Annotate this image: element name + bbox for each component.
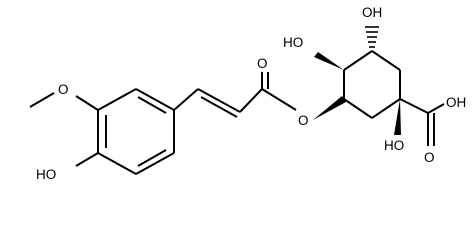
c5-hydroxyl: OH [362,5,382,48]
alkene-double-bond [197,88,241,113]
phenol-bond [75,152,99,167]
phenol-ho-label: HO [36,167,56,182]
c4-ho-label: HO [283,35,303,50]
ester-wedge-bond [313,96,346,120]
ester-o-label: O [298,113,309,128]
methoxy-o-label: O [58,82,69,97]
ring-bond [343,98,373,119]
c4-wedge-bond [314,52,344,70]
methoxy-group: O [29,82,99,111]
ester-carbonyl-o-label: O [257,56,268,71]
ester-bond [261,88,297,111]
ring-bond [135,152,175,175]
molecule-canvas: O HO O O [29,5,467,182]
chlorogenic-acid-structure: O HO O O [29,5,466,182]
cyclohexane-ring [313,50,401,120]
ring-bond [135,88,175,111]
c1-cooh-bond [399,98,429,114]
c4-hydroxyl: HO [283,35,344,70]
aromatic-ring [97,88,175,175]
ring-bond [97,88,137,111]
ring-bond [343,50,373,71]
phenol-group: HO [36,152,99,182]
c1-ho-label: HO [384,138,404,153]
alkene-double-bond-inner [200,96,238,118]
acid-oh-bond [427,103,445,114]
acid-carbonyl-o-label: O [424,150,435,165]
c1-substituents: O OH HO [384,95,466,165]
ring-bond [97,152,137,175]
ring-double-bond [137,96,167,114]
ring-bond [371,98,401,119]
methoxy-bond [75,95,99,111]
ester-group: O O [257,56,309,128]
ring-bond [371,50,401,71]
acid-oh-label: OH [446,95,466,110]
c1-oh-wedge-bond [394,99,401,135]
alkene-linker [173,88,263,118]
methyl-bond [29,92,55,108]
c5-oh-label: OH [362,5,382,20]
ring-double-bond [137,149,167,167]
alkene-bond [239,88,263,113]
alkene-bond [173,88,199,111]
